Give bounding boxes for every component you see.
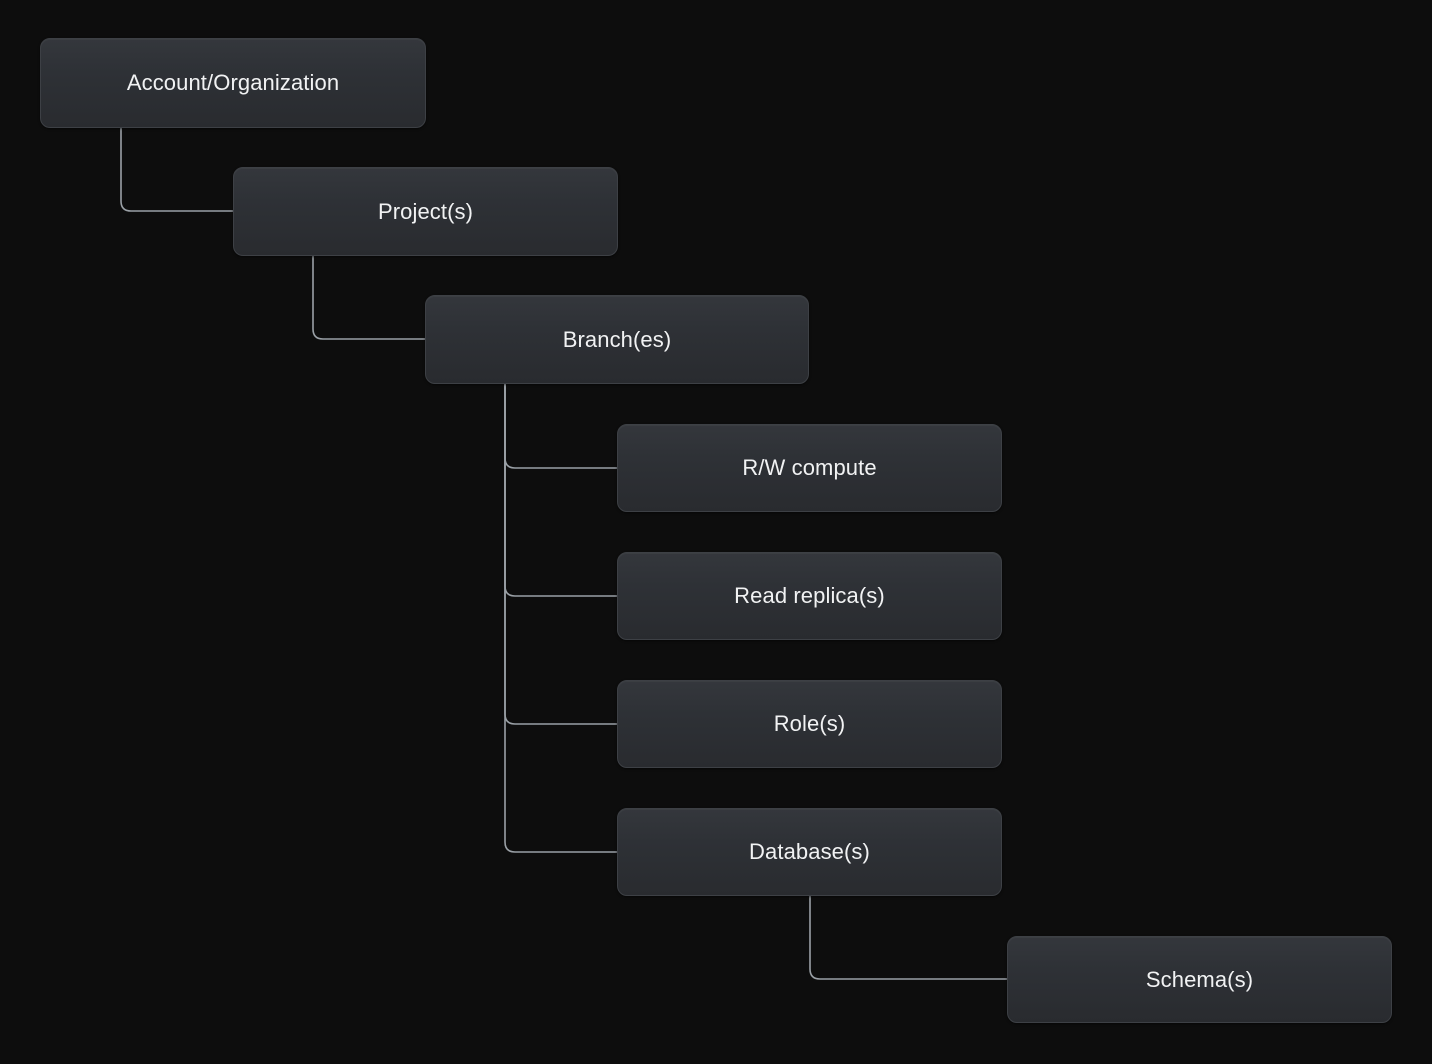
node-label-schema: Schema(s): [1145, 966, 1254, 992]
node-database[interactable]: Database(s): [617, 808, 1002, 896]
node-rw-compute[interactable]: R/W compute: [617, 424, 1002, 512]
edge-branch-to-role: [504, 383, 618, 725]
edge-account-to-project: [120, 127, 234, 212]
edge-project-to-branch: [312, 255, 426, 340]
node-label-read-replica: Read replica(s): [734, 583, 885, 608]
node-label-project: Project(s): [377, 198, 474, 224]
edge-database-to-schema: [809, 895, 1008, 980]
node-label-database: Database(s): [749, 839, 870, 864]
node-label-role: Role(s): [773, 711, 846, 736]
edge-branch-to-rw: [504, 383, 618, 469]
edge-branch-to-replica: [504, 383, 618, 597]
node-label-branch: Branch(es): [562, 326, 672, 352]
node-label-account: Account/Organization: [126, 70, 340, 95]
node-role[interactable]: Role(s): [617, 680, 1002, 768]
node-account[interactable]: Account/Organization: [40, 38, 426, 128]
node-branch[interactable]: Branch(es): [425, 295, 809, 384]
node-project[interactable]: Project(s): [233, 167, 618, 256]
edge-branch-to-database: [504, 383, 618, 853]
node-read-replica[interactable]: Read replica(s): [617, 552, 1002, 640]
node-schema[interactable]: Schema(s): [1007, 936, 1392, 1023]
node-label-rw-compute: R/W compute: [742, 455, 877, 480]
